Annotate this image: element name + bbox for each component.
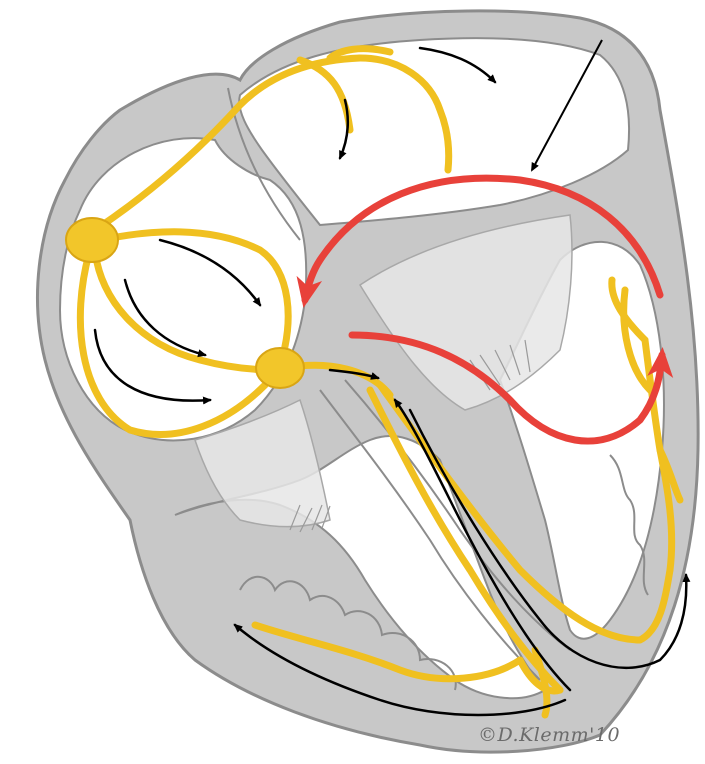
sinoatrial-node bbox=[66, 218, 118, 262]
atrioventricular-node bbox=[256, 348, 304, 388]
artist-credit: ©D.Klemm'10 bbox=[478, 724, 620, 746]
